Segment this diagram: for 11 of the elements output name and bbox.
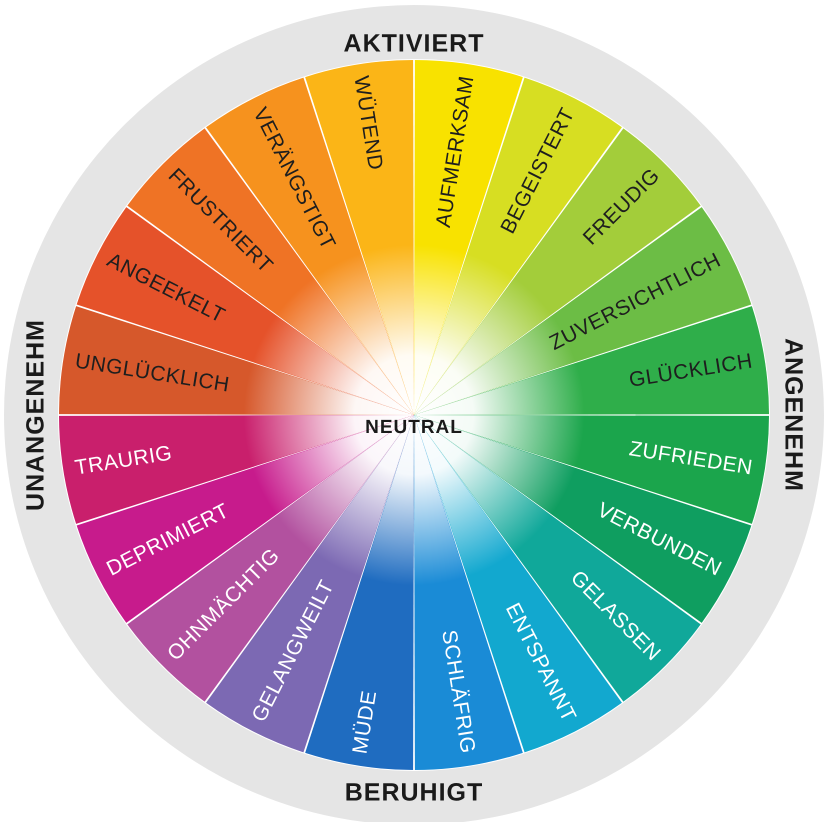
axis-label: ANGENEHM: [778, 338, 808, 492]
emotion-label: SCHLÄFRIG: [436, 628, 480, 756]
axis-label: BERUHIGT: [344, 778, 484, 808]
emotion-label: TRAURIG: [72, 440, 174, 482]
emotion-label: ZUFRIEDEN: [626, 436, 755, 482]
axis-label: AKTIVIERT: [344, 30, 484, 58]
emotion-label: MÜDE: [348, 688, 382, 756]
emotion-label: GLÜCKLICH: [627, 350, 755, 394]
center-label: NEUTRAL: [365, 417, 463, 439]
axis-label: UNANGENEHM: [22, 319, 50, 511]
emotion-label: WÜTEND: [348, 74, 388, 173]
